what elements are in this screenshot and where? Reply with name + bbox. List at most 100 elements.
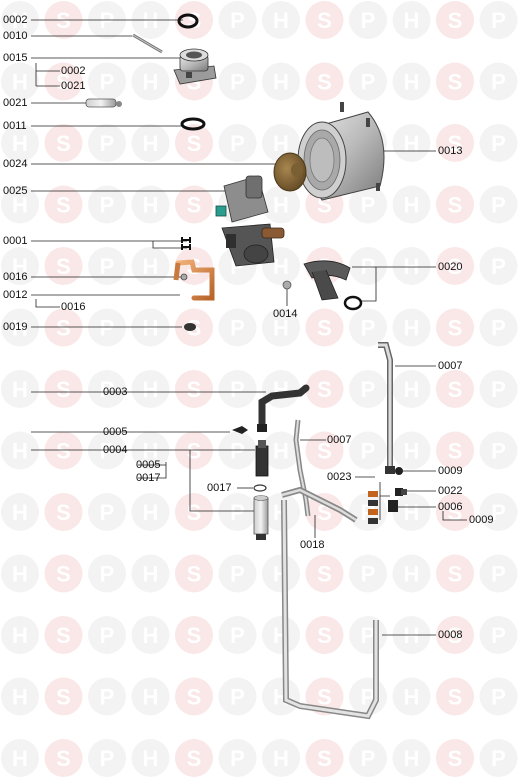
watermark-circle (305, 370, 344, 408)
watermark-circle (44, 124, 83, 162)
part-pipe-0018 (281, 486, 358, 523)
part-connectors-0023 (368, 491, 378, 524)
watermark-letter: H (12, 562, 28, 587)
watermark-circle (88, 62, 126, 101)
watermark-circle (305, 554, 344, 593)
watermark-circle (262, 1, 300, 39)
watermark-circle (392, 677, 431, 716)
watermark-circle (218, 677, 257, 716)
watermark-circle (44, 185, 83, 224)
watermark-letter: S (187, 685, 202, 710)
watermark-letter: H (12, 439, 28, 464)
part-nut-0014 (282, 280, 292, 290)
watermark-circle (218, 431, 257, 470)
watermark-letter: S (187, 623, 202, 648)
part-washer-0016 (180, 273, 188, 281)
watermark-letter: P (230, 131, 245, 156)
callout-0005-sub: 0005 (136, 459, 161, 471)
callout-0012: 0012 (3, 289, 28, 301)
watermark-letter: P (491, 746, 506, 771)
watermark-letter: P (491, 70, 506, 95)
part-grommet-0019 (184, 323, 196, 331)
watermark-letter: P (230, 562, 245, 587)
watermark-letter: H (404, 254, 420, 279)
watermark-circle (44, 616, 83, 654)
watermark-letter: S (448, 500, 463, 525)
part-probe-0010 (132, 33, 163, 54)
watermark-circle (436, 185, 474, 224)
watermark-circle (1, 431, 39, 470)
watermark-letter: P (100, 439, 115, 464)
part-flue-adaptor-0015 (173, 48, 217, 85)
watermark-letter: P (491, 254, 506, 279)
watermark-letter: P (230, 377, 245, 402)
watermark-circle (262, 308, 300, 347)
watermark-circle (218, 739, 257, 777)
watermark-letter: H (143, 254, 159, 279)
part-clips-0022 (395, 488, 407, 496)
watermark-circle (131, 124, 170, 162)
watermark-circle (1, 185, 39, 224)
watermark-letter: P (491, 439, 506, 464)
watermark-letter: H (143, 131, 159, 156)
part-clip-0005 (232, 426, 248, 434)
watermark-circle (44, 554, 83, 593)
watermark-letter: H (273, 131, 289, 156)
callout-0009: 0009 (438, 465, 463, 477)
watermark-letter: S (317, 8, 332, 33)
watermark-circle (436, 62, 474, 101)
watermark-circle (131, 370, 170, 408)
watermark-letter: H (404, 8, 420, 33)
part-heat-exchanger-0013 (297, 102, 385, 201)
watermark-letter: S (448, 439, 463, 464)
watermark-circle (1, 308, 39, 347)
watermark-letter: H (12, 746, 28, 771)
watermark-letter: H (143, 193, 159, 218)
leader-lines (31, 19, 467, 636)
watermark-circle (436, 247, 474, 285)
callout-0024: 0024 (3, 158, 28, 170)
watermark-letter: H (404, 131, 420, 156)
watermark-circle (88, 616, 126, 654)
watermark-letter: P (361, 8, 376, 33)
callout-0013: 0013 (438, 145, 463, 157)
watermark-circle (349, 308, 387, 347)
watermark-letter: P (100, 131, 115, 156)
part-pipe-0003 (257, 384, 310, 432)
watermark-circle (1, 677, 39, 716)
callout-0010: 0010 (3, 30, 28, 42)
watermark-circle (436, 431, 474, 470)
part-pipe-0008 (281, 499, 379, 720)
watermark-letter: S (448, 746, 463, 771)
watermark-circle (218, 1, 257, 39)
watermark-circle (218, 308, 257, 347)
watermark-circle (88, 739, 126, 777)
watermark-circle (1, 554, 39, 593)
watermark-letter: S (448, 131, 463, 156)
watermark-letter: H (273, 439, 289, 464)
watermark-circle (218, 62, 257, 101)
watermark-circle (1, 739, 39, 777)
part-clips-0001 (181, 237, 191, 250)
watermark-letter: S (56, 131, 71, 156)
watermark-circle (479, 616, 518, 654)
callout-0020: 0020 (438, 261, 463, 273)
watermark-circle (1, 493, 39, 531)
watermark-letter: P (491, 377, 506, 402)
watermark-circle (44, 739, 83, 777)
watermark-circle (175, 431, 213, 470)
watermark-letter: H (12, 70, 28, 95)
watermark-circle (131, 677, 170, 716)
watermark-circle (436, 739, 474, 777)
watermark-letter: P (491, 193, 506, 218)
watermark-circle (479, 124, 518, 162)
part-pipe-0012 (173, 259, 215, 301)
watermark-circle (349, 62, 387, 101)
watermark-circle (479, 493, 518, 531)
watermark-letter: H (143, 623, 159, 648)
watermark-letter: H (143, 8, 159, 33)
watermark-circle (218, 493, 257, 531)
watermark-letter: S (56, 8, 71, 33)
callout-0008: 0008 (438, 629, 463, 641)
watermark-letter: P (491, 131, 506, 156)
